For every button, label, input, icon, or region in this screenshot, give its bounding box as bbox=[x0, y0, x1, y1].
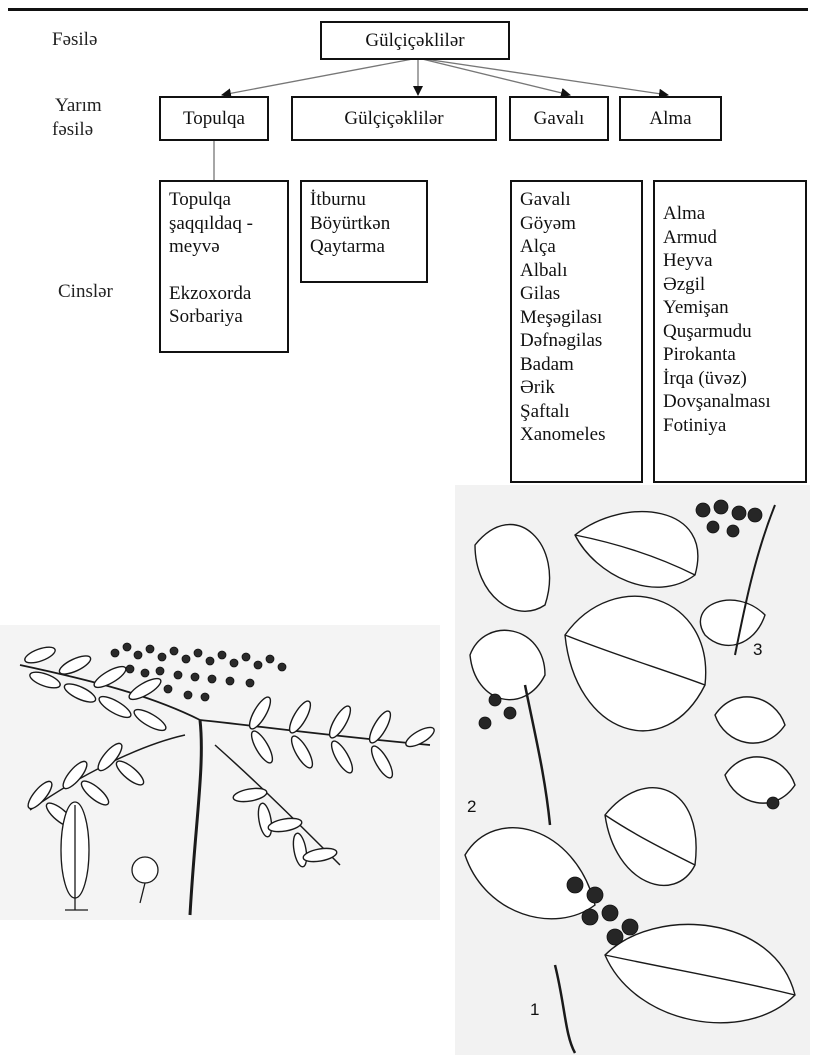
genus-item: Quşarmudu bbox=[663, 320, 797, 344]
genus-item: Dovşanalması bbox=[663, 390, 797, 414]
genus-item: İrqa (üvəz) bbox=[663, 367, 797, 391]
figure-number-2: 2 bbox=[467, 797, 476, 816]
plant-illustration-left bbox=[0, 625, 440, 920]
family-box: Gülçiçəklilər bbox=[320, 21, 510, 60]
genera-list-topulqa: Topulqa şaqqıldaq - meyvə Ekzoxorda Sorb… bbox=[159, 180, 289, 353]
genus-item: Meşəgilası bbox=[520, 306, 633, 330]
subfamily-name: Topulqa bbox=[183, 108, 245, 130]
genus-item: Dəfnəgilas bbox=[520, 329, 633, 353]
genus-item: Alça bbox=[520, 235, 633, 259]
figure-number-1: 1 bbox=[530, 1000, 539, 1019]
subfamily-box-gavali: Gavalı bbox=[509, 96, 609, 141]
row-label-genera: Cinslər bbox=[58, 280, 113, 304]
genus-item: Heyva bbox=[663, 249, 797, 273]
genera-list-alma: Alma Armud Heyva Əzgil Yemişan Quşarmudu… bbox=[653, 180, 807, 483]
genus-item: Qaytarma bbox=[310, 235, 418, 259]
genus-item: Fotiniya bbox=[663, 414, 797, 438]
subfamily-name: Gavalı bbox=[534, 108, 585, 130]
genera-list-gavali: Gavalı Göyəm Alça Albalı Gilas Meşəgilas… bbox=[510, 180, 643, 483]
genera-list-gulcicekliler: İtburnu Böyürtkən Qaytarma bbox=[300, 180, 428, 283]
genus-item: meyvə bbox=[169, 235, 279, 259]
genus-item: Ekzoxorda bbox=[169, 282, 279, 306]
subfamily-box-topulqa: Topulqa bbox=[159, 96, 269, 141]
genus-item: Əzgil bbox=[663, 273, 797, 297]
genus-item: Yemişan bbox=[663, 296, 797, 320]
genus-spacer bbox=[169, 259, 279, 282]
genus-item: Böyürtkən bbox=[310, 212, 418, 236]
genus-item: Sorbariya bbox=[169, 305, 279, 329]
arrow-to-topulqa bbox=[222, 58, 418, 95]
genus-item: Xanomeles bbox=[520, 423, 633, 447]
genus-item: şaqqıldaq - bbox=[169, 212, 279, 236]
subfamily-box-alma: Alma bbox=[619, 96, 722, 141]
genus-item: Şaftalı bbox=[520, 400, 633, 424]
subfamily-name: Alma bbox=[649, 108, 691, 130]
subfamily-name: Gülçiçəklilər bbox=[344, 108, 443, 130]
figure-number-3: 3 bbox=[753, 640, 762, 659]
genus-item: Albalı bbox=[520, 259, 633, 283]
genus-item: Pirokanta bbox=[663, 343, 797, 367]
genus-item: Gilas bbox=[520, 282, 633, 306]
genus-item: Armud bbox=[663, 226, 797, 250]
genus-item: İtburnu bbox=[310, 188, 418, 212]
plant-illustration-right: 2 1 3 bbox=[455, 485, 810, 1055]
genus-item: Alma bbox=[663, 202, 797, 226]
arrow-to-alma bbox=[418, 58, 668, 95]
genus-item: Gavalı bbox=[520, 188, 633, 212]
genus-item: Topulqa bbox=[169, 188, 279, 212]
subfamily-box-gulcicekliler: Gülçiçəklilər bbox=[291, 96, 497, 141]
family-name: Gülçiçəklilər bbox=[365, 30, 464, 52]
genus-item: Badam bbox=[520, 353, 633, 377]
genus-item: Göyəm bbox=[520, 212, 633, 236]
genus-item: Ərik bbox=[520, 376, 633, 400]
